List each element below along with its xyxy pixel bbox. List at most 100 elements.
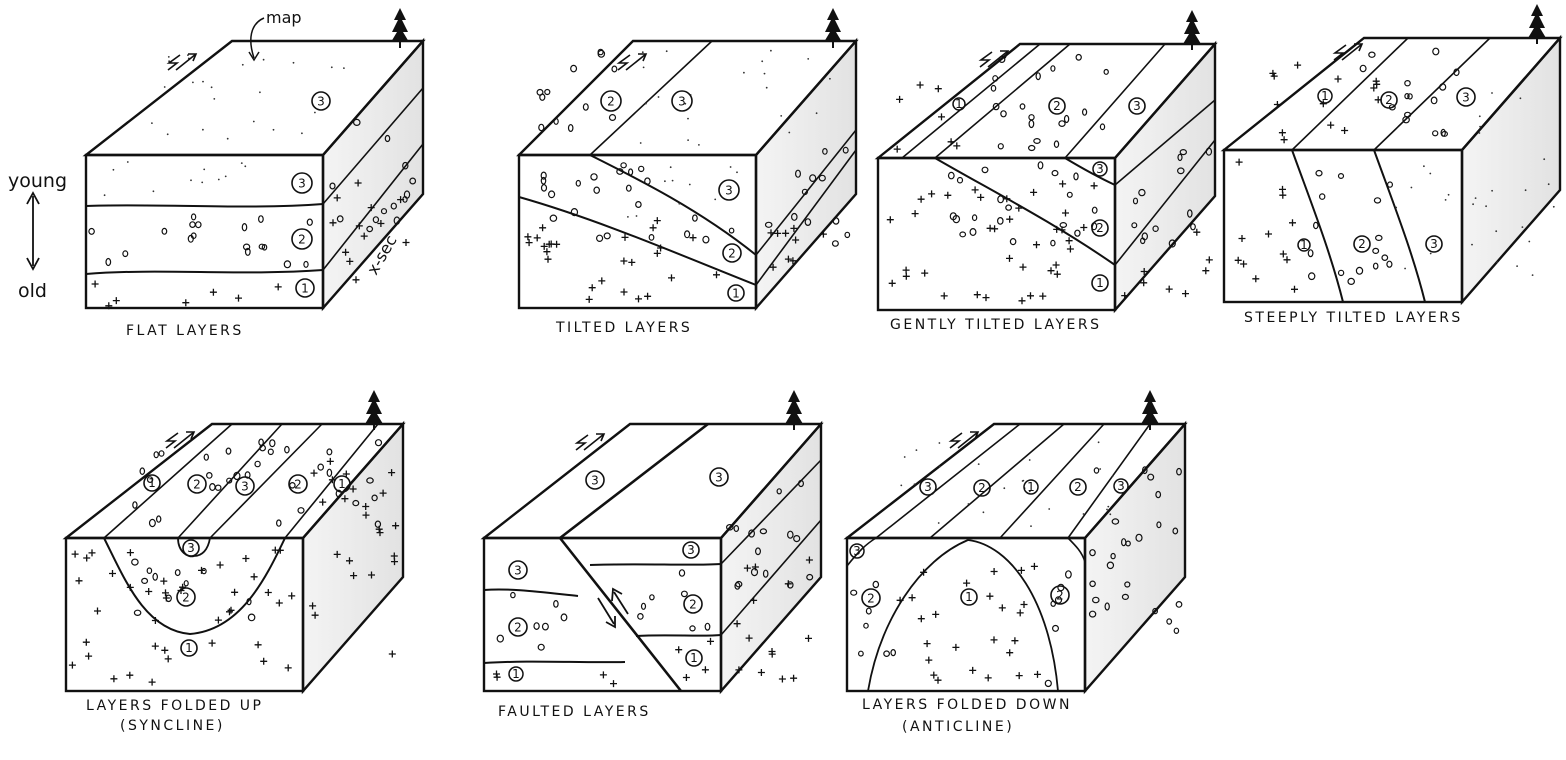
pebble-mark (540, 176, 547, 185)
pebble-mark (804, 218, 812, 227)
pebble-mark (269, 439, 276, 448)
cross-mark (971, 186, 979, 194)
stipple-dot (915, 449, 918, 451)
stipple-dot (763, 72, 766, 75)
pebble-mark (190, 213, 197, 221)
layer-label-1: 1 (1023, 479, 1039, 495)
cross-mark (198, 566, 205, 574)
pebble-mark (1190, 223, 1196, 231)
pebble-mark (1372, 247, 1380, 254)
layer-label-2: 2 (1069, 478, 1087, 496)
pebble-mark (1066, 191, 1073, 198)
cross-mark (391, 558, 398, 566)
stipple-dot (151, 122, 153, 124)
pebble-mark (790, 212, 798, 221)
cross-mark (932, 610, 940, 618)
stipple-dot (203, 168, 206, 171)
pebble-mark (366, 477, 374, 484)
map-label: map (266, 8, 302, 27)
stipple-dot (736, 171, 738, 174)
cross-mark (1291, 285, 1298, 293)
pebble-mark (992, 102, 1000, 111)
stipple-dot (1082, 513, 1085, 515)
cross-mark (790, 674, 798, 682)
cross-mark (94, 607, 101, 615)
pebble-mark (297, 507, 305, 514)
cross-mark (920, 568, 928, 576)
layer-label-3: 3 (1425, 235, 1443, 253)
pebble-mark (1177, 153, 1183, 162)
pebble-mark (831, 240, 839, 247)
pebble-mark (996, 216, 1004, 225)
block2-side-outline (754, 37, 858, 312)
cross-mark (1270, 72, 1278, 80)
pebble-mark (352, 118, 361, 127)
pebble-mark (570, 208, 579, 217)
stipple-dot (163, 86, 166, 88)
cross-mark (524, 233, 532, 241)
cross-mark (545, 240, 553, 248)
stipple-dot (903, 456, 906, 458)
block1-side-face (323, 41, 423, 308)
svg-text:2: 2 (607, 95, 615, 109)
block5-side-outline (301, 420, 405, 695)
pebble-mark (567, 123, 574, 132)
pebble-mark (635, 201, 642, 209)
block3-top-contact-1 (901, 43, 1041, 159)
pebble-mark (553, 600, 559, 608)
pebble-mark (1404, 92, 1410, 100)
layer-label-1: 1 (333, 475, 351, 493)
cross-mark (110, 675, 118, 683)
stipple-dot (770, 49, 772, 52)
cross-mark (310, 469, 318, 477)
pebble-mark (258, 243, 266, 250)
stipple-dot (665, 50, 668, 53)
pebble-mark (1177, 167, 1185, 175)
cross-mark (769, 263, 777, 271)
pebble-mark (969, 228, 977, 237)
block7-top-stipple (900, 441, 1114, 527)
block5-fold-outer (103, 537, 286, 636)
cross-mark (275, 599, 283, 607)
cross-mark (1238, 235, 1246, 242)
pebble-mark (640, 602, 647, 610)
cross-mark (1090, 182, 1098, 190)
block4-contact-2 (1373, 149, 1426, 303)
cross-mark (984, 674, 992, 682)
pebble-mark (258, 215, 264, 224)
cross-mark (333, 550, 341, 558)
block3-top-pebbles (990, 53, 1109, 152)
block5-top-contact-1 (103, 423, 233, 539)
pebble-mark (1089, 549, 1096, 557)
cross-mark (653, 249, 661, 257)
block1-layer1-texture (91, 280, 282, 310)
cross-mark (886, 216, 894, 224)
pebble-mark (1106, 561, 1115, 570)
block6-side-outline (719, 420, 823, 695)
pebble-mark (390, 202, 397, 210)
pebble-mark (206, 472, 213, 479)
block5-caption-line2: (SYNCLINE) (120, 718, 225, 734)
block5-top-contact-2 (177, 423, 283, 539)
pebble-mark (1089, 580, 1096, 588)
pebble-mark (575, 179, 582, 187)
block7-right-pebbles (1044, 570, 1072, 688)
svg-text:1: 1 (148, 476, 156, 490)
pebble-mark (689, 625, 696, 632)
pebble-mark (1005, 204, 1012, 211)
block3-side-pebbles (1131, 147, 1213, 248)
block-anticline: 3 2 1 2 3 3 2 1 2 LAYERS FOLDED DOWN (AN… (843, 389, 1188, 735)
cross-mark (1283, 256, 1291, 264)
cross-mark (893, 145, 901, 153)
pebble-mark (549, 214, 558, 222)
block7-side-pebbles (1088, 466, 1183, 635)
pebble-mark (990, 84, 997, 92)
block6-left-pebbles (496, 591, 568, 651)
pebble-mark (844, 231, 851, 239)
pebble-mark (384, 134, 391, 143)
block3-side-crosses (1121, 228, 1213, 300)
cross-mark (402, 239, 410, 246)
block5-top-pebbles (132, 438, 383, 528)
stipple-dot (743, 71, 745, 74)
cross-mark (917, 615, 925, 623)
